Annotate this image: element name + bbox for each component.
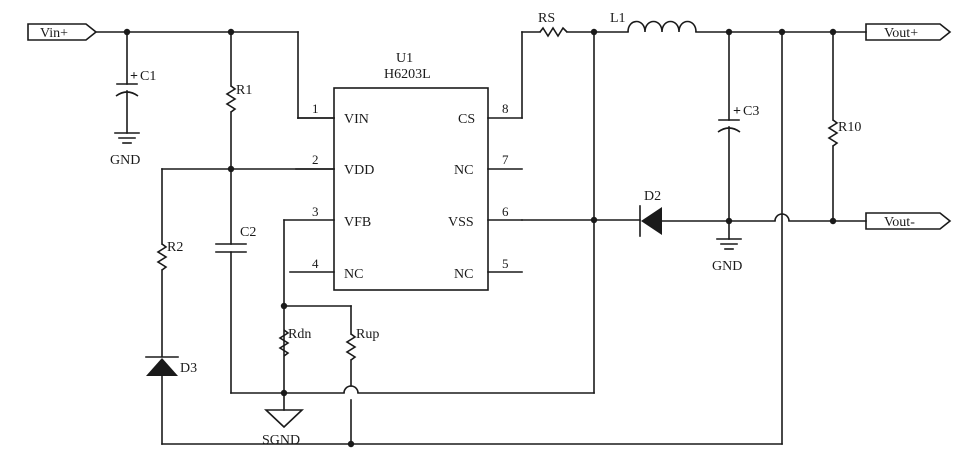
resistor-r10: R10 (827, 31, 861, 222)
sgnd-return (230, 389, 595, 411)
capacitor-c3: + C3 (717, 31, 759, 240)
resistor-rup: Rup (343, 327, 379, 448)
d3-label: D3 (180, 361, 197, 376)
r2-label: R2 (167, 240, 183, 255)
rs-label: RS (538, 11, 555, 26)
pin-3-number: 3 (312, 204, 319, 219)
pin-6-number: 6 (502, 204, 509, 219)
pin-1-name: VIN (344, 112, 369, 127)
rdn-label: Rdn (288, 327, 311, 342)
sgnd-label: SGND (262, 433, 300, 448)
pin-5-number: 5 (502, 256, 509, 271)
pin-3-name: VFB (344, 215, 371, 230)
capacitor-c2: C2 (215, 168, 256, 394)
diode-d3: D3 (145, 356, 197, 445)
pin-7-name: NC (454, 163, 473, 178)
pin-4-name: NC (344, 267, 363, 282)
pin-5-name: NC (454, 267, 473, 282)
ic-u1: U1 H6203L VIN VDD VFB NC NC VSS NC CS 1 … (283, 51, 523, 291)
c3-polarity: + (733, 104, 741, 119)
ground-symbol-sgnd: SGND (262, 409, 305, 448)
ground-symbol-gnd-1: GND (110, 132, 140, 168)
c1-label: C1 (140, 69, 156, 84)
ground-symbol-gnd-2: GND (712, 238, 742, 274)
port-vout-plus-label: Vout+ (884, 26, 918, 41)
pin-2-name: VDD (344, 163, 374, 178)
feedback-divider (280, 219, 352, 394)
pin-7-number: 7 (502, 152, 509, 167)
resistor-rdn: Rdn (278, 327, 311, 357)
pin-6-name: VSS (448, 215, 474, 230)
pin-8-name: CS (458, 112, 475, 127)
c1-polarity: + (130, 69, 138, 84)
diode-d2: D2 (639, 189, 776, 237)
capacitor-c1: + C1 (115, 31, 156, 134)
resistor-r1: R1 (225, 31, 252, 170)
inductor-l1: L1 (610, 11, 867, 36)
resistor-r2: R2 (156, 240, 183, 357)
d2-label: D2 (644, 189, 661, 204)
pin-2-number: 2 (312, 152, 319, 167)
r1-label: R1 (236, 83, 252, 98)
c2-label: C2 (240, 225, 256, 240)
ic-ref: U1 (396, 51, 413, 66)
c3-label: C3 (743, 104, 759, 119)
output-minus-rail (774, 213, 867, 225)
ic-part: H6203L (384, 67, 431, 82)
vss-node (521, 31, 641, 394)
rup-label: Rup (356, 327, 379, 342)
pin-4-number: 4 (312, 256, 319, 271)
port-vout-minus-label: Vout- (884, 215, 915, 230)
pin-8-number: 8 (502, 101, 509, 116)
l1-label: L1 (610, 11, 626, 26)
gnd-1-label: GND (110, 153, 140, 168)
pin-1-number: 1 (312, 101, 319, 116)
port-vout-plus: Vout+ (865, 23, 952, 41)
port-vin-plus: Vin+ (27, 23, 98, 41)
current-sense-path: RS (521, 11, 629, 119)
r10-label: R10 (838, 120, 861, 135)
gnd-2-label: GND (712, 259, 742, 274)
port-vin-plus-label: Vin+ (40, 26, 68, 41)
port-vout-minus: Vout- (865, 212, 952, 230)
